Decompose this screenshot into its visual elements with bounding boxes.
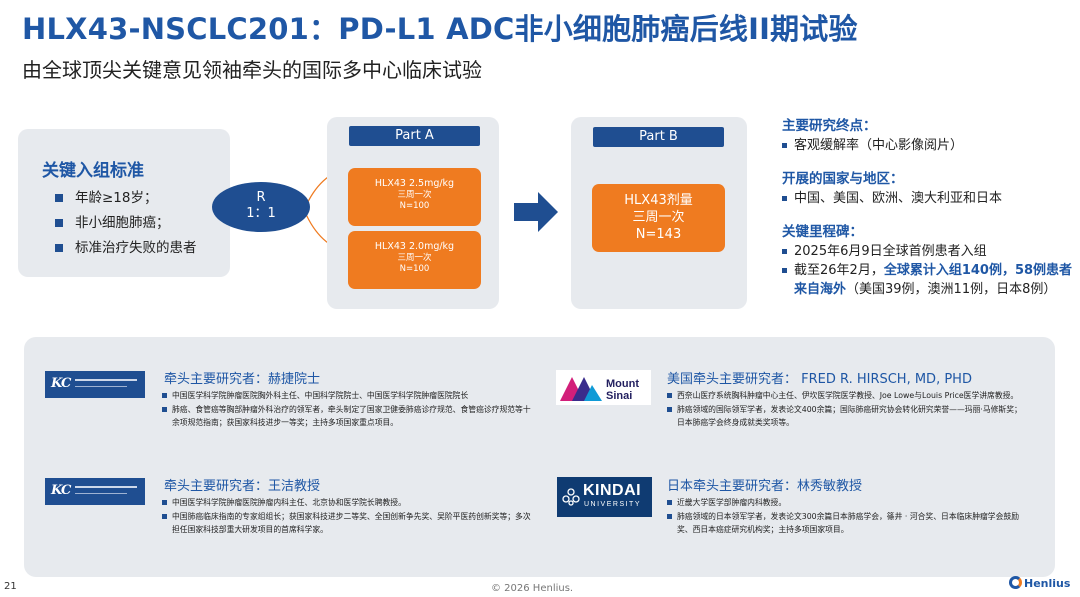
page-title: HLX43-NSCLC201：PD-L1 ADC非小细胞肺癌后线II期试验 [22,12,858,46]
copyright: © 2026 Henlius. [491,583,574,594]
page-number: 21 [4,581,17,592]
bio-item: 中国医学科学院肿瘤医院肿瘤内科主任、北京协和医学院长聘教授。 [162,496,532,510]
arm-schedule: 三周一次 [632,210,685,225]
bio-item: 肺癌、食管癌等胸部肿瘤外科治疗的领军者，牵头制定了国家卫健委肺癌诊疗规范、食管癌… [162,403,532,430]
part-a-label: Part A [349,126,480,146]
bio-item: 中国医学科学院肿瘤医院胸外科主任、中国科学院院士、中国医学科学院肿瘤医院院长 [162,389,532,403]
criteria-list: 年龄≥18岁； 非小细胞肺癌； 标准治疗失败的患者 [55,186,197,261]
investigator-bio: 中国医学科学院肿瘤医院肿瘤内科主任、北京协和医学院长聘教授。 中国肺癌临床指南的… [162,496,532,537]
bio-item: 中国肺癌临床指南的专家组组长；获国家科技进步二等奖、全国创新争先奖、吴阶平医药创… [162,510,532,537]
henlius-logo: Henlius [1009,576,1070,590]
bio-item: 肺癌领域的日本领军学者，发表论文300余篇日本肺癌学会，篠井 · 河合奖、日本临… [667,510,1029,537]
regions-title: 开展的国家与地区： [782,171,904,187]
milestone-item: 截至26年2月，全球累计入组140例，58例患者来自海外（美国39例，澳洲11例… [782,261,1078,299]
cams-logo: KC [45,371,145,398]
sinai-line2: Sinai [606,390,633,402]
kindai-sub: UNIVERSITY [584,501,642,508]
regions-list: 中国、美国、欧洲、澳大利亚和日本 [782,189,1078,208]
criteria-title: 关键入组标准 [42,161,144,181]
randomization-ellipse: R 1：1 [212,182,310,232]
criteria-item: 年龄≥18岁； [55,186,197,211]
criteria-item: 标准治疗失败的患者 [55,236,197,261]
arm-schedule: 三周一次 [397,253,432,263]
regions-item: 中国、美国、欧洲、澳大利亚和日本 [782,189,1078,208]
investigator-bio: 西奈山医疗系统胸科肿瘤中心主任、伊坎医学院医学教授、Joe Lowe与Louis… [667,389,1029,430]
page-subtitle: 由全球顶尖关键意见领袖牵头的国际多中心临床试验 [22,58,482,82]
endpoint-item: 客观缓解率（中心影像阅片） [782,136,1078,155]
randomization-ratio: 1：1 [246,206,276,221]
cams-logo: KC [45,478,145,505]
part-a-arm: HLX43 2.0mg/kg 三周一次 N=100 [348,231,481,289]
milestone-item: 2025年6月9日全球首例患者入组 [782,242,1078,261]
endpoint-list: 客观缓解率（中心影像阅片） [782,136,1078,155]
randomization-label: R [256,190,266,205]
arm-n: N=143 [635,227,682,242]
kindai-logo: KINDAI UNIVERSITY [557,477,652,517]
milestone-prefix: 截至26年2月， [794,263,884,278]
part-b-label: Part B [593,127,724,147]
investigator-heading: 牵头主要研究者：赫捷院士 [164,372,321,387]
bio-item: 肺癌领域的国际领军学者，发表论文400余篇；国际肺癌研究协会转化研究荣誉——玛丽… [667,403,1029,430]
sinai-line1: Mount [606,378,639,390]
trial-info: 主要研究终点： 客观缓解率（中心影像阅片） 开展的国家与地区： 中国、美国、欧洲… [782,117,1078,314]
milestones-list: 2025年6月9日全球首例患者入组 截至26年2月，全球累计入组140例，58例… [782,242,1078,299]
henlius-mark-icon [1009,576,1022,589]
arm-dose: HLX43剂量 [624,193,693,208]
milestone-highlight: 全球累计入组140例，58例患者来自海外 [794,263,1073,297]
milestones-title: 关键里程碑： [782,224,863,240]
criteria-box [18,129,230,277]
investigator-bio: 近畿大学医学部肿瘤内科教授。 肺癌领域的日本领军学者，发表论文300余篇日本肺癌… [667,496,1029,537]
investigator-heading: 美国牵头主要研究者： FRED R. HIRSCH, MD, PHD [667,372,972,387]
bio-item: 西奈山医疗系统胸科肿瘤中心主任、伊坎医学院医学教授、Joe Lowe与Louis… [667,389,1029,403]
bio-item: 近畿大学医学部肿瘤内科教授。 [667,496,1029,510]
investigator-heading: 日本牵头主要研究者：林秀敏教授 [667,479,863,494]
brand-name: Henlius [1024,577,1071,590]
investigators-panel [24,337,1055,577]
arm-n: N=100 [399,264,430,274]
part-b-arm: HLX43剂量 三周一次 N=143 [592,184,725,252]
arm-schedule: 三周一次 [397,190,432,200]
part-a-box: Part A HLX43 2.5mg/kg 三周一次 N=100 HLX43 2… [327,117,499,309]
arm-dose: HLX43 2.5mg/kg [374,178,455,189]
arm-n: N=100 [399,201,430,211]
arm-dose: HLX43 2.0mg/kg [374,241,455,252]
criteria-item: 非小细胞肺癌； [55,211,197,236]
investigator-bio: 中国医学科学院肿瘤医院胸外科主任、中国科学院院士、中国医学科学院肿瘤医院院长 肺… [162,389,532,430]
part-a-arm: HLX43 2.5mg/kg 三周一次 N=100 [348,168,481,226]
milestone-suffix: （美国39例，澳洲11例，日本8例） [846,282,1057,297]
right-arrow-icon [514,192,558,232]
endpoint-title: 主要研究终点： [782,118,877,134]
part-b-box: Part B HLX43剂量 三周一次 N=143 [571,117,747,309]
kindai-name: KINDAI [583,482,642,499]
mount-sinai-logo: Mount Sinai [556,370,651,405]
investigator-heading: 牵头主要研究者：王洁教授 [164,479,321,494]
